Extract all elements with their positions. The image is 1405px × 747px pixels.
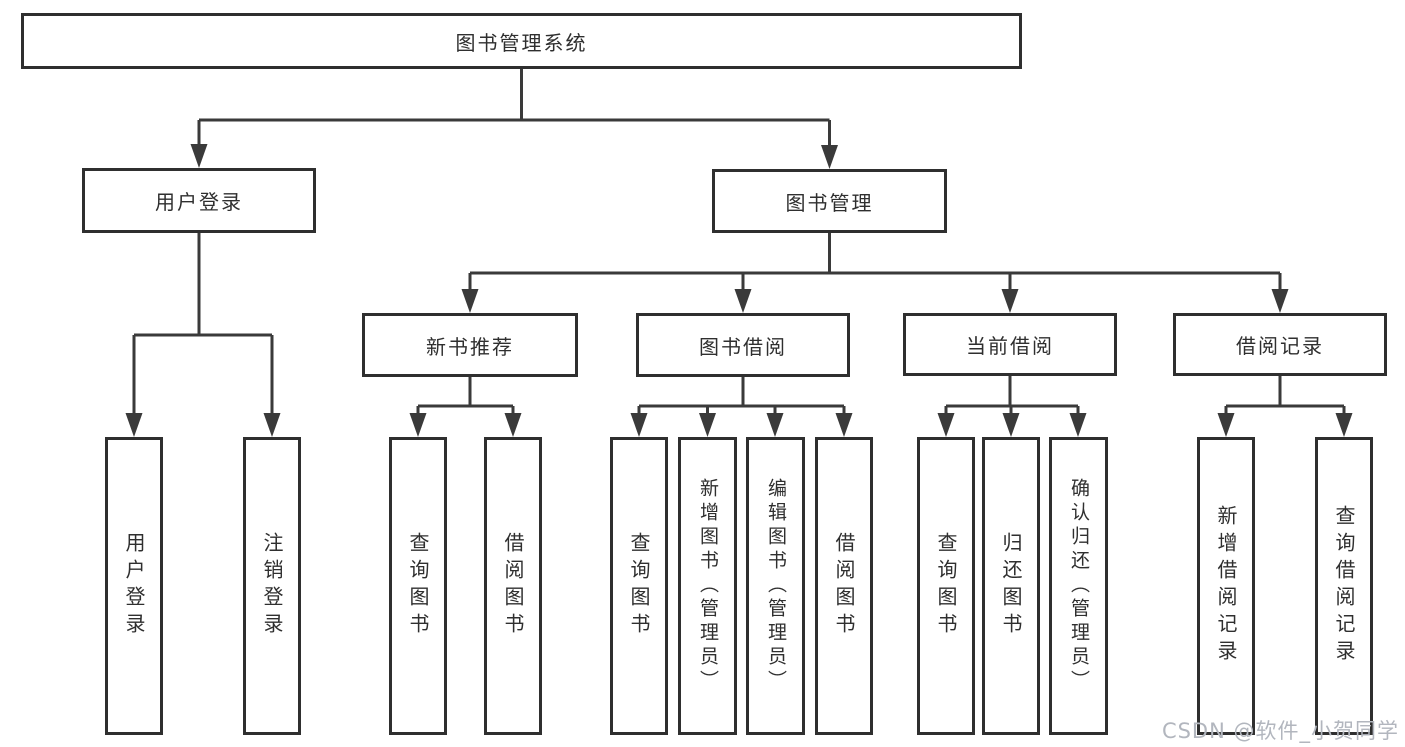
leaf-query-books-borrow-label: 查询图书 bbox=[627, 532, 651, 640]
node-borrow-records-label: 借阅记录 bbox=[1236, 334, 1324, 358]
leaf-add-borrow-record-label: 新增借阅记录 bbox=[1214, 505, 1238, 667]
arrowhead bbox=[409, 413, 427, 437]
arrowhead bbox=[835, 413, 853, 437]
leaf-edit-books-admin: 编辑图书（管理员） bbox=[746, 437, 805, 735]
node-book-borrow: 图书借阅 bbox=[636, 313, 850, 377]
arrowhead bbox=[190, 144, 208, 168]
leaf-user-login: 用户登录 bbox=[105, 437, 163, 735]
watermark: CSDN @软件_小贺同学 bbox=[1161, 719, 1399, 743]
leaf-add-borrow-record: 新增借阅记录 bbox=[1197, 437, 1255, 735]
node-new-book-recommend-label: 新书推荐 bbox=[426, 334, 514, 359]
arrowhead bbox=[821, 145, 838, 169]
arrowhead bbox=[1335, 413, 1353, 437]
arrowhead bbox=[937, 413, 955, 437]
arrowhead bbox=[263, 413, 281, 437]
arrowhead bbox=[1217, 413, 1235, 437]
arrowhead bbox=[504, 413, 522, 437]
arrowhead bbox=[630, 413, 648, 437]
edge-user-login-to-leaves bbox=[132, 233, 274, 416]
leaf-query-borrow-record-label: 查询借阅记录 bbox=[1332, 505, 1356, 667]
arrowhead bbox=[461, 289, 479, 313]
leaf-add-books-admin-label: 新增图书（管理员） bbox=[696, 478, 719, 694]
leaf-return-books-label: 归还图书 bbox=[999, 532, 1023, 640]
leaf-query-borrow-record: 查询借阅记录 bbox=[1315, 437, 1373, 735]
leaf-confirm-return-admin-label: 确认归还（管理员） bbox=[1067, 478, 1090, 694]
arrowhead bbox=[1069, 413, 1087, 437]
leaf-borrow-books-recommend-label: 借阅图书 bbox=[501, 532, 525, 640]
leaf-logout-login: 注销登录 bbox=[243, 437, 301, 735]
node-book-management-label: 图书管理 bbox=[785, 190, 874, 215]
leaf-edit-books-admin-label: 编辑图书（管理员） bbox=[764, 478, 787, 694]
node-current-borrow-label: 当前借阅 bbox=[966, 334, 1054, 358]
leaf-borrow-books: 借阅图书 bbox=[815, 437, 873, 735]
edge-root-to-level2 bbox=[197, 69, 831, 147]
arrowhead bbox=[1002, 413, 1020, 437]
arrowhead bbox=[1271, 289, 1289, 313]
leaf-query-books-current: 查询图书 bbox=[917, 437, 975, 735]
leaf-return-books: 归还图书 bbox=[982, 437, 1040, 735]
leaf-confirm-return-admin: 确认归还（管理员） bbox=[1049, 437, 1108, 735]
node-book-borrow-label: 图书借阅 bbox=[699, 334, 787, 359]
leaf-query-books-recommend-label: 查询图书 bbox=[406, 532, 430, 640]
node-borrow-records: 借阅记录 bbox=[1173, 313, 1387, 376]
leaf-borrow-books-recommend: 借阅图书 bbox=[484, 437, 542, 735]
node-book-management: 图书管理 bbox=[712, 169, 947, 233]
arrowhead bbox=[734, 289, 752, 313]
node-new-book-recommend: 新书推荐 bbox=[362, 313, 578, 377]
arrowhead bbox=[766, 413, 784, 437]
leaf-user-login-label: 用户登录 bbox=[122, 532, 146, 640]
edge-new-book-recommend-to-leaves bbox=[416, 377, 515, 416]
leaf-query-books-recommend: 查询图书 bbox=[389, 437, 447, 735]
edge-borrow-records-to-leaves bbox=[1224, 376, 1346, 416]
node-current-borrow: 当前借阅 bbox=[903, 313, 1117, 376]
leaf-query-books-current-label: 查询图书 bbox=[934, 532, 958, 640]
arrowhead bbox=[1001, 289, 1019, 313]
edge-current-borrow-to-leaves bbox=[944, 376, 1080, 416]
edge-book-management-to-level3 bbox=[468, 233, 1282, 292]
node-root: 图书管理系统 bbox=[21, 13, 1022, 69]
leaf-add-books-admin: 新增图书（管理员） bbox=[678, 437, 737, 735]
node-user-login: 用户登录 bbox=[82, 168, 316, 233]
leaf-logout-login-label: 注销登录 bbox=[260, 532, 284, 640]
arrowhead bbox=[125, 413, 143, 437]
edge-book-borrow-to-leaves bbox=[637, 377, 846, 416]
arrowhead bbox=[699, 413, 716, 437]
leaf-borrow-books-label: 借阅图书 bbox=[832, 532, 856, 640]
node-user-login-label: 用户登录 bbox=[155, 190, 243, 214]
node-root-label: 图书管理系统 bbox=[455, 30, 588, 55]
leaf-query-books-borrow: 查询图书 bbox=[610, 437, 668, 735]
